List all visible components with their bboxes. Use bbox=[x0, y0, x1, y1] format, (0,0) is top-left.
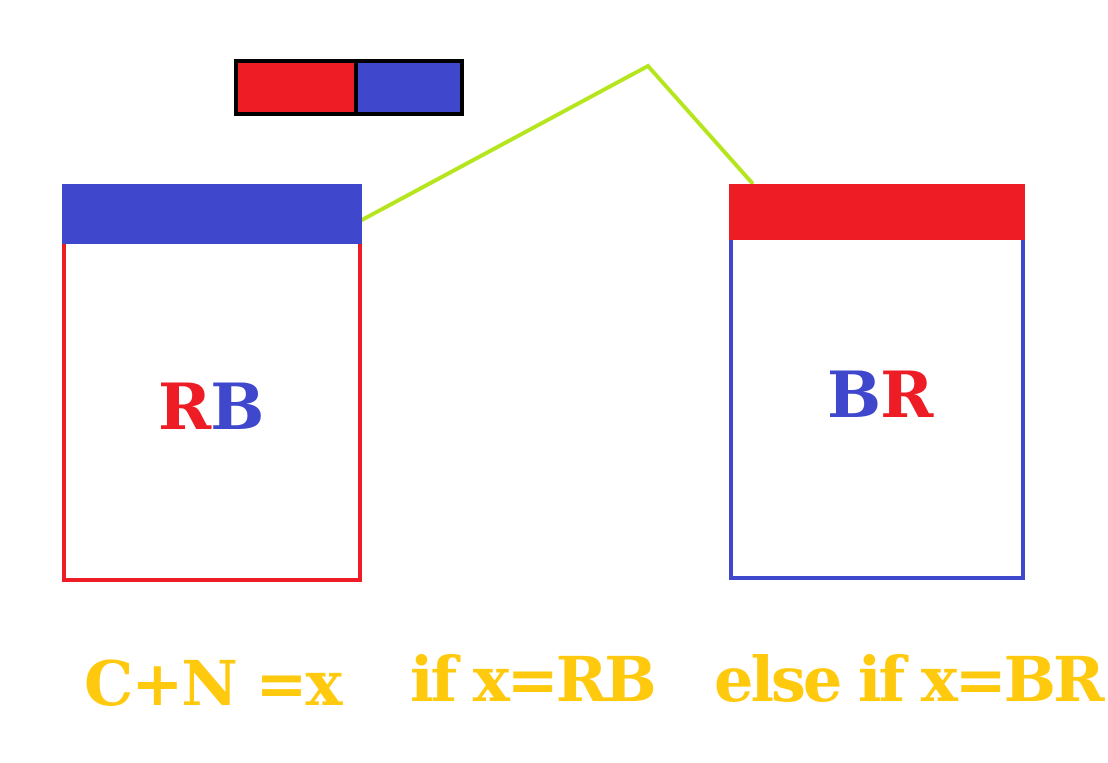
box-br-lid bbox=[729, 184, 1025, 240]
box-rb-label-first: R bbox=[158, 370, 211, 445]
box-rb: RB bbox=[62, 184, 362, 582]
box-br-label-second: R bbox=[880, 358, 933, 433]
color-pair-bar bbox=[234, 59, 464, 116]
box-br: BR bbox=[729, 184, 1025, 580]
caption-if: if x=RB bbox=[410, 643, 657, 716]
caption-sum: C+N =x bbox=[84, 647, 342, 720]
box-br-label: BR bbox=[827, 364, 933, 428]
box-rb-label: RB bbox=[158, 376, 264, 440]
box-rb-label-second: B bbox=[210, 370, 264, 445]
box-br-label-first: B bbox=[827, 358, 881, 433]
caption-else-if: else if x=BR bbox=[714, 643, 1105, 716]
color-pair-red-segment bbox=[238, 63, 354, 112]
box-rb-lid bbox=[62, 184, 362, 244]
color-pair-blue-segment bbox=[354, 63, 460, 112]
